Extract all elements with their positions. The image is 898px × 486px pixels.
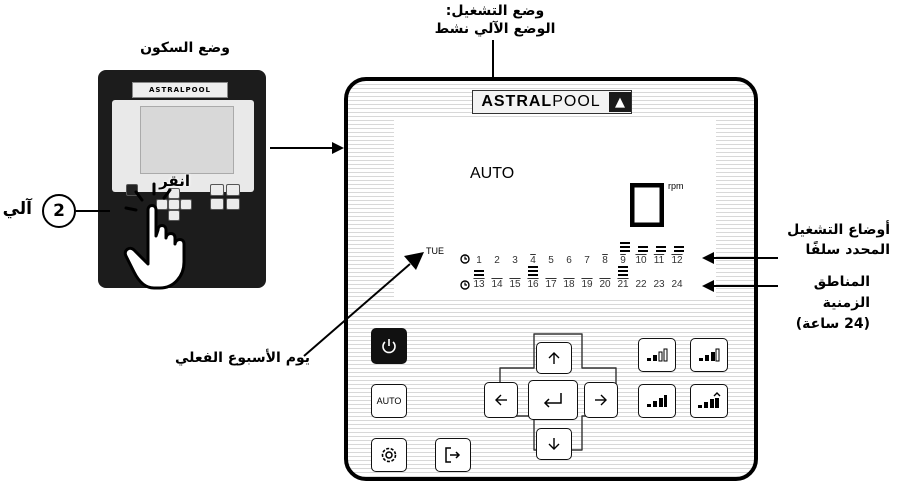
preset-modes-label-1: أوضاع التشغيل bbox=[787, 222, 890, 238]
brand-light: POOL bbox=[552, 93, 601, 110]
hour-label: 19 bbox=[581, 279, 593, 290]
brand-plate: ASTRALPOOL ▲ bbox=[472, 90, 632, 114]
mini-device-brand: ASTRALPOOL bbox=[132, 82, 228, 98]
enter-icon bbox=[543, 393, 562, 408]
hour-label: 18 bbox=[563, 279, 575, 290]
preset-bar bbox=[674, 246, 684, 254]
click-label: انقر bbox=[159, 172, 190, 190]
arrow-to-preset-modes bbox=[702, 252, 778, 264]
hour-label: 21 bbox=[617, 279, 629, 290]
brand-bold: ASTRAL bbox=[481, 93, 553, 110]
step-number: 2 bbox=[53, 201, 65, 221]
hand-pointer-icon bbox=[123, 182, 186, 290]
auto-step-label: آلي bbox=[2, 199, 32, 219]
speed-1-icon bbox=[647, 348, 668, 362]
step-connector-line bbox=[76, 210, 110, 212]
hour-label: 1 bbox=[476, 255, 482, 266]
time-zones-label-1: المناطق bbox=[813, 274, 870, 290]
arrow-up-icon bbox=[548, 352, 560, 364]
arrow-to-device bbox=[270, 142, 344, 154]
hour-label: 11 bbox=[653, 255, 665, 266]
preset-bar bbox=[620, 242, 630, 254]
mini-device-lcd bbox=[140, 106, 234, 174]
arrow-down-icon bbox=[548, 438, 560, 450]
settings-gear-icon bbox=[381, 447, 397, 463]
speed-1-button[interactable] bbox=[638, 338, 676, 372]
speed-3-button[interactable] bbox=[638, 384, 676, 418]
hour-label: 24 bbox=[671, 279, 683, 290]
hour-label: 12 bbox=[671, 255, 683, 266]
time-zones-label-2: الزمنية bbox=[822, 295, 870, 311]
hour-label: 5 bbox=[548, 255, 554, 266]
hour-label: 14 bbox=[491, 279, 503, 290]
preset-bar bbox=[656, 246, 666, 254]
exit-icon bbox=[445, 447, 461, 463]
power-button[interactable] bbox=[371, 328, 407, 364]
zone-bar bbox=[474, 270, 484, 278]
speed-boost-button[interactable] bbox=[690, 384, 728, 418]
speed-value: 0 bbox=[629, 182, 665, 228]
arrow-right-button[interactable] bbox=[584, 382, 618, 418]
hour-label: 8 bbox=[602, 255, 608, 266]
hour-label: 7 bbox=[584, 255, 590, 266]
hour-label: 17 bbox=[545, 279, 557, 290]
speed-boost-icon bbox=[698, 392, 721, 408]
arrow-to-day bbox=[303, 252, 424, 357]
operation-mode-title: وضع التشغيل: bbox=[445, 3, 545, 19]
arrow-left-button[interactable] bbox=[484, 382, 518, 418]
brand-logo-icon: ▲ bbox=[609, 92, 631, 112]
hour-label: 10 bbox=[635, 255, 647, 266]
hour-label: 13 bbox=[473, 279, 485, 290]
speed-3-icon bbox=[647, 395, 667, 407]
speed-2-icon bbox=[699, 348, 720, 362]
exit-button[interactable] bbox=[435, 438, 471, 472]
hour-label: 6 bbox=[566, 255, 572, 266]
operation-mode-status: الوضع الآلي نشط bbox=[434, 21, 556, 37]
enter-button[interactable] bbox=[528, 380, 578, 420]
brand-text: ASTRALPOOL bbox=[473, 93, 609, 111]
speed-2-button[interactable] bbox=[690, 338, 728, 372]
hour-label: 2 bbox=[494, 255, 500, 266]
hour-label: 3 bbox=[512, 255, 518, 266]
lcd-display: AUTO 0 rpm TUE 1 2 3 4 5 6 7 8 9 10 11 1… bbox=[394, 117, 716, 299]
hour-label: 23 bbox=[653, 279, 665, 290]
auto-button[interactable]: AUTO bbox=[371, 384, 407, 418]
arrow-left-icon bbox=[495, 394, 507, 406]
zone-bar bbox=[618, 266, 628, 278]
dpad-frame bbox=[499, 333, 617, 451]
hour-label: 15 bbox=[509, 279, 521, 290]
standby-mode-label: وضع السكون bbox=[140, 40, 230, 56]
mini-device-keypad bbox=[112, 176, 254, 236]
power-icon bbox=[382, 339, 396, 354]
clock-icon bbox=[460, 254, 470, 264]
arrow-right-icon bbox=[595, 394, 607, 406]
speed-unit: rpm bbox=[668, 181, 684, 191]
arrow-up-button[interactable] bbox=[536, 342, 572, 374]
hour-label: 22 bbox=[635, 279, 647, 290]
arrow-down-button[interactable] bbox=[536, 428, 572, 460]
hour-label: 9 bbox=[620, 255, 626, 266]
settings-button[interactable] bbox=[371, 438, 407, 472]
preset-bar bbox=[638, 246, 648, 254]
day-indicator: TUE bbox=[426, 246, 444, 256]
hour-label: 20 bbox=[599, 279, 611, 290]
zone-bar bbox=[528, 266, 538, 278]
clock-icon bbox=[460, 280, 470, 290]
hour-label: 4 bbox=[530, 255, 536, 266]
preset-modes-label-2: المحدد سلفًا bbox=[805, 242, 891, 258]
time-zones-label-3: (24 ساعة) bbox=[795, 316, 870, 332]
auto-button-label: AUTO bbox=[376, 396, 402, 406]
current-day-label: يوم الأسبوع الفعلي bbox=[174, 350, 310, 366]
mode-indicator: AUTO bbox=[470, 165, 515, 182]
step-number-circle: 2 bbox=[42, 194, 76, 228]
hour-label: 16 bbox=[527, 279, 539, 290]
arrow-to-time-zones bbox=[702, 280, 778, 292]
